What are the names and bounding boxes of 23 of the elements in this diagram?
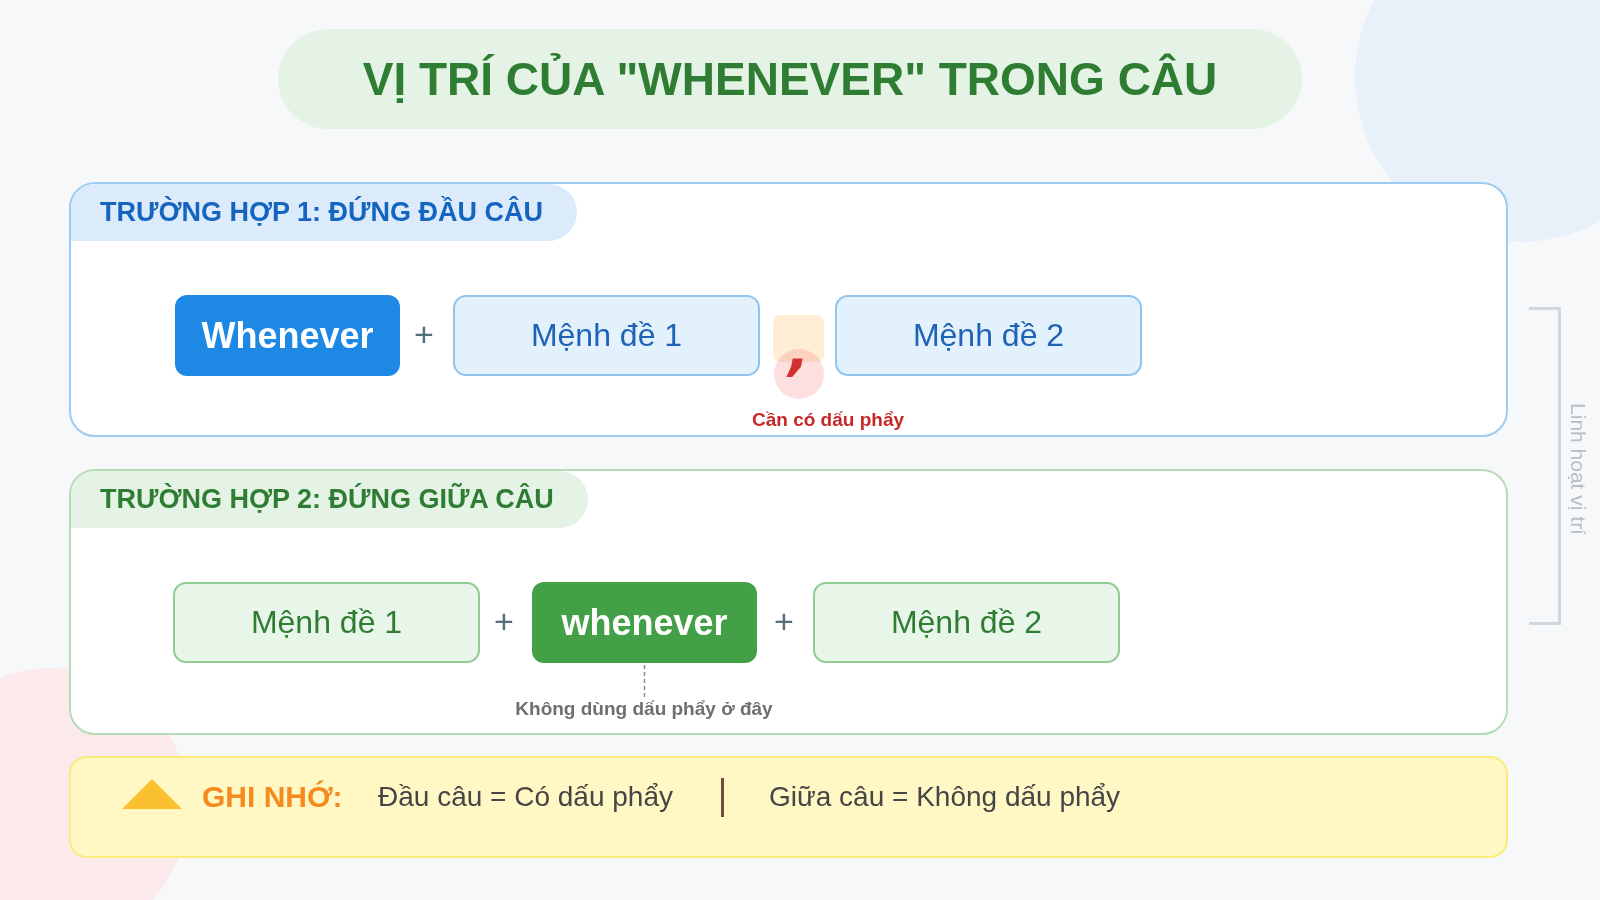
keyword-box: whenever [532, 582, 757, 663]
side-note: Linh hoạt vị trí [1566, 403, 1590, 535]
leader-line [643, 662, 646, 698]
comma-circle: , [774, 349, 824, 399]
plus-sign: + [774, 604, 794, 638]
title: VỊ TRÍ CỦA "WHENEVER" TRONG CÂU [362, 52, 1218, 107]
section-heading: TRƯỜNG HỢP 1: ĐỨNG ĐẦU CÂU [71, 184, 577, 241]
clause-box: Mệnh đề 1 [173, 582, 480, 663]
plus-sign: + [494, 604, 514, 638]
clause-box: Mệnh đề 1 [453, 295, 760, 376]
section-heading: TRƯỜNG HỢP 2: ĐỨNG GIỮA CÂU [71, 471, 588, 528]
case-panel [69, 182, 1508, 437]
clause-box: Mệnh đề 2 [813, 582, 1120, 663]
clause-box: Mệnh đề 2 [835, 295, 1142, 376]
annotation-text: Không dùng dấu phẩy ở đây [515, 697, 773, 721]
memo-text: Giữa câu = Không dấu phẩy [769, 780, 1121, 814]
memo-box [69, 756, 1508, 858]
warning-note: Cần có dấu phẩy [752, 408, 904, 432]
plus-sign: + [414, 317, 434, 351]
memo-text: Đầu câu = Có dấu phẩy [378, 780, 673, 814]
case-panel [69, 469, 1508, 735]
keyword-box: Whenever [175, 295, 400, 376]
memo-heading: GHI NHỚ: [202, 779, 343, 815]
